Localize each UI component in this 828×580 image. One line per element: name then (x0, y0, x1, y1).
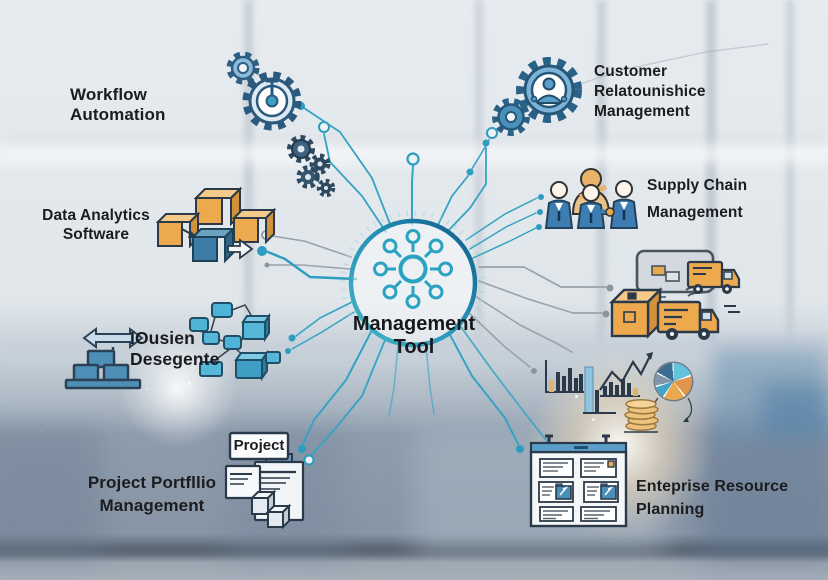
node-boxes (189, 302, 281, 382)
business-team-icon (544, 168, 639, 229)
gear-person-icon (492, 57, 582, 136)
truck-top (686, 260, 741, 294)
gear-cluster (287, 135, 336, 198)
window-mullion (244, 0, 253, 345)
label-crm: Customer Relatounishice Management (594, 62, 724, 122)
planning-board-icon (529, 434, 628, 528)
folder-icons (555, 483, 617, 500)
window-sill-band (0, 137, 828, 145)
truck-bottom (656, 300, 740, 340)
transfer-arrow (227, 238, 254, 260)
label-text: Management (99, 496, 205, 515)
window-mullion (597, 0, 606, 345)
person-center (576, 184, 606, 229)
central-hub-node (340, 210, 486, 356)
window-mullion (706, 0, 716, 345)
person-left (544, 181, 574, 229)
label-data-analytics: Data Analytics Software (38, 206, 154, 244)
small-arrow-head (188, 230, 197, 238)
blue-box (190, 226, 236, 264)
analytics-charts-icon (545, 352, 693, 433)
label-text: Enteprise Resource (636, 478, 789, 495)
project-label-card (228, 431, 290, 461)
stacked-boxes-arrow-icon (64, 327, 144, 390)
label-text: Management (647, 204, 743, 221)
label-text: Management (594, 103, 690, 120)
bar-chart-tall (583, 366, 616, 414)
bar-chart-left (545, 360, 584, 393)
gear-large (242, 71, 302, 131)
text-lines (230, 470, 296, 490)
project-documents-icon (224, 431, 305, 530)
hub-network-icon (373, 229, 453, 309)
card-text-lines (542, 462, 610, 520)
double-arrow (82, 327, 144, 349)
label-erp: Enteprise Resource Planning (636, 475, 806, 521)
sparkle (575, 395, 578, 398)
label-project-portfolio: Project Portfllio Management (82, 471, 222, 517)
delivery-trucks-icon (609, 249, 741, 340)
bottom-shadow-left (0, 428, 100, 558)
person-right (600, 180, 639, 229)
label-text: Planning (636, 501, 705, 518)
pie-chart-icon (655, 363, 692, 400)
hub-ray-ring (340, 210, 486, 356)
window-mullion (786, 0, 794, 345)
central-hub-label: Management Tool (352, 313, 476, 358)
sparkle (592, 418, 595, 421)
coin-stack (624, 399, 659, 433)
connected-nodes-icon (189, 302, 281, 382)
label-supply-chain: Supply Chain Management (647, 176, 757, 223)
sparkle (160, 362, 162, 364)
gears-icon (226, 51, 336, 198)
gear-person-large (516, 57, 582, 123)
label-text: Customer (594, 63, 668, 80)
bottom-shadow-right (700, 425, 828, 560)
orange-note (607, 460, 615, 468)
label-text: IOusien (130, 328, 195, 348)
box-stack (64, 349, 142, 390)
label-text: Workflow Automation (70, 85, 166, 124)
window-mullion (475, 0, 483, 345)
line-chart (599, 352, 653, 397)
label-text: Relatounishice (594, 83, 706, 100)
label-text: Project Portfllio (87, 473, 217, 492)
cubes (249, 489, 292, 530)
label-text: Data Analytics (42, 207, 150, 224)
sparkle (146, 388, 148, 390)
package-box (609, 287, 663, 339)
label-iousien: IOusien Desegente (130, 328, 230, 370)
label-text: Supply Chain (647, 177, 748, 194)
boxes-transfer-icon (155, 186, 277, 264)
label-text: Desegente (130, 349, 220, 369)
gear-small-top (226, 51, 260, 85)
sparkle (188, 382, 191, 385)
project-card-label: Project (233, 437, 285, 454)
window-blue-reflection (762, 384, 828, 436)
gear-solid-small (492, 98, 530, 136)
label-workflow-automation: Workflow Automation (70, 85, 238, 125)
orange-boxes (155, 186, 277, 249)
document-card-small (224, 464, 262, 500)
label-text: Software (62, 226, 130, 243)
